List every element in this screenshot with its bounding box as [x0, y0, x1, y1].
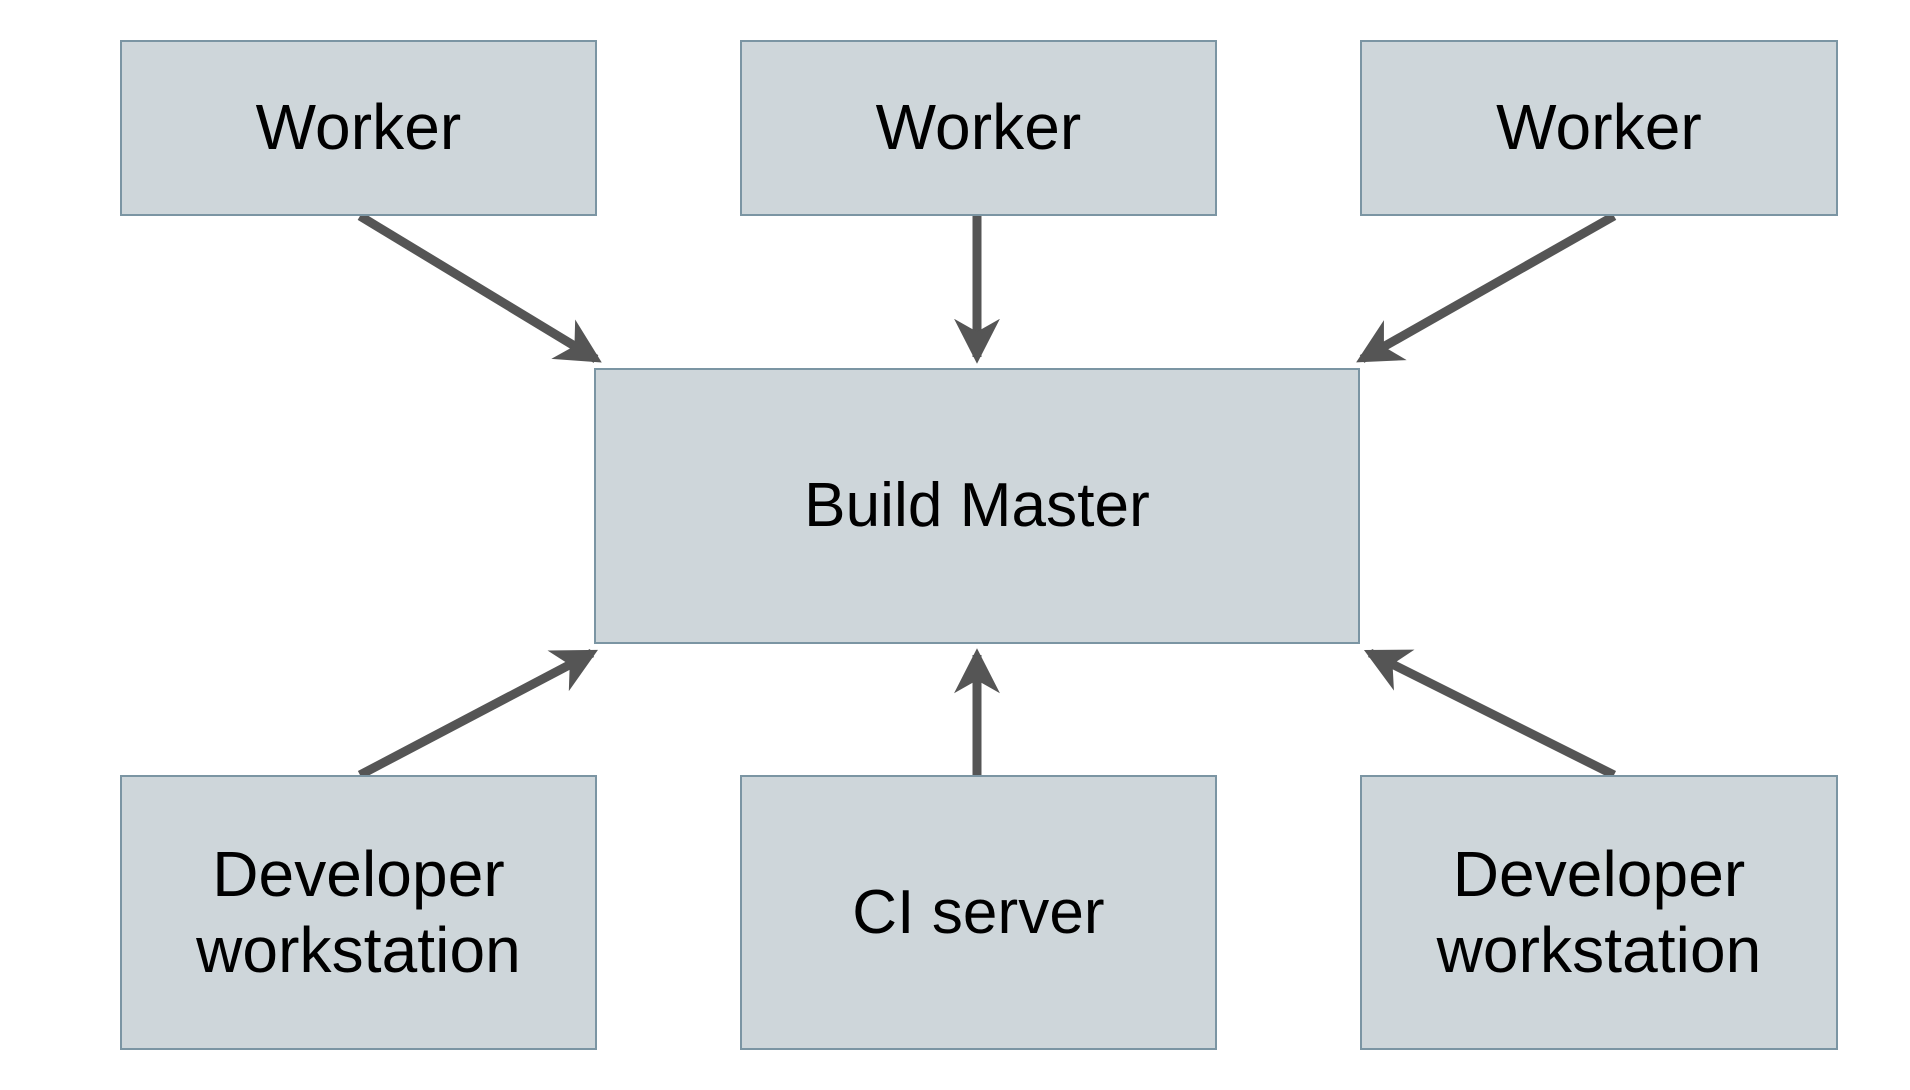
- node-build-master[interactable]: Build Master: [594, 368, 1360, 644]
- edge-dev-right-to-build-master: [1363, 648, 1617, 780]
- node-developer-workstation-left-label: Developer workstation: [196, 837, 521, 986]
- node-ci-server-label: CI server: [852, 877, 1105, 947]
- node-developer-workstation-right-label: Developer workstation: [1436, 837, 1762, 986]
- node-build-master-label: Build Master: [804, 471, 1150, 541]
- edge-worker-right-to-build-master: [1356, 212, 1617, 363]
- node-worker-left[interactable]: Worker: [120, 40, 597, 216]
- node-developer-workstation-left[interactable]: Developer workstation: [120, 775, 597, 1050]
- node-developer-workstation-right[interactable]: Developer workstation: [1360, 775, 1838, 1050]
- node-worker-center[interactable]: Worker: [740, 40, 1217, 216]
- node-worker-right-label: Worker: [1496, 91, 1702, 164]
- node-ci-server[interactable]: CI server: [740, 775, 1217, 1050]
- edge-dev-left-to-build-master: [357, 649, 598, 779]
- node-worker-left-label: Worker: [255, 91, 462, 164]
- node-worker-right[interactable]: Worker: [1360, 40, 1838, 216]
- edge-worker-left-to-build-master: [357, 212, 602, 363]
- node-worker-center-label: Worker: [875, 91, 1082, 164]
